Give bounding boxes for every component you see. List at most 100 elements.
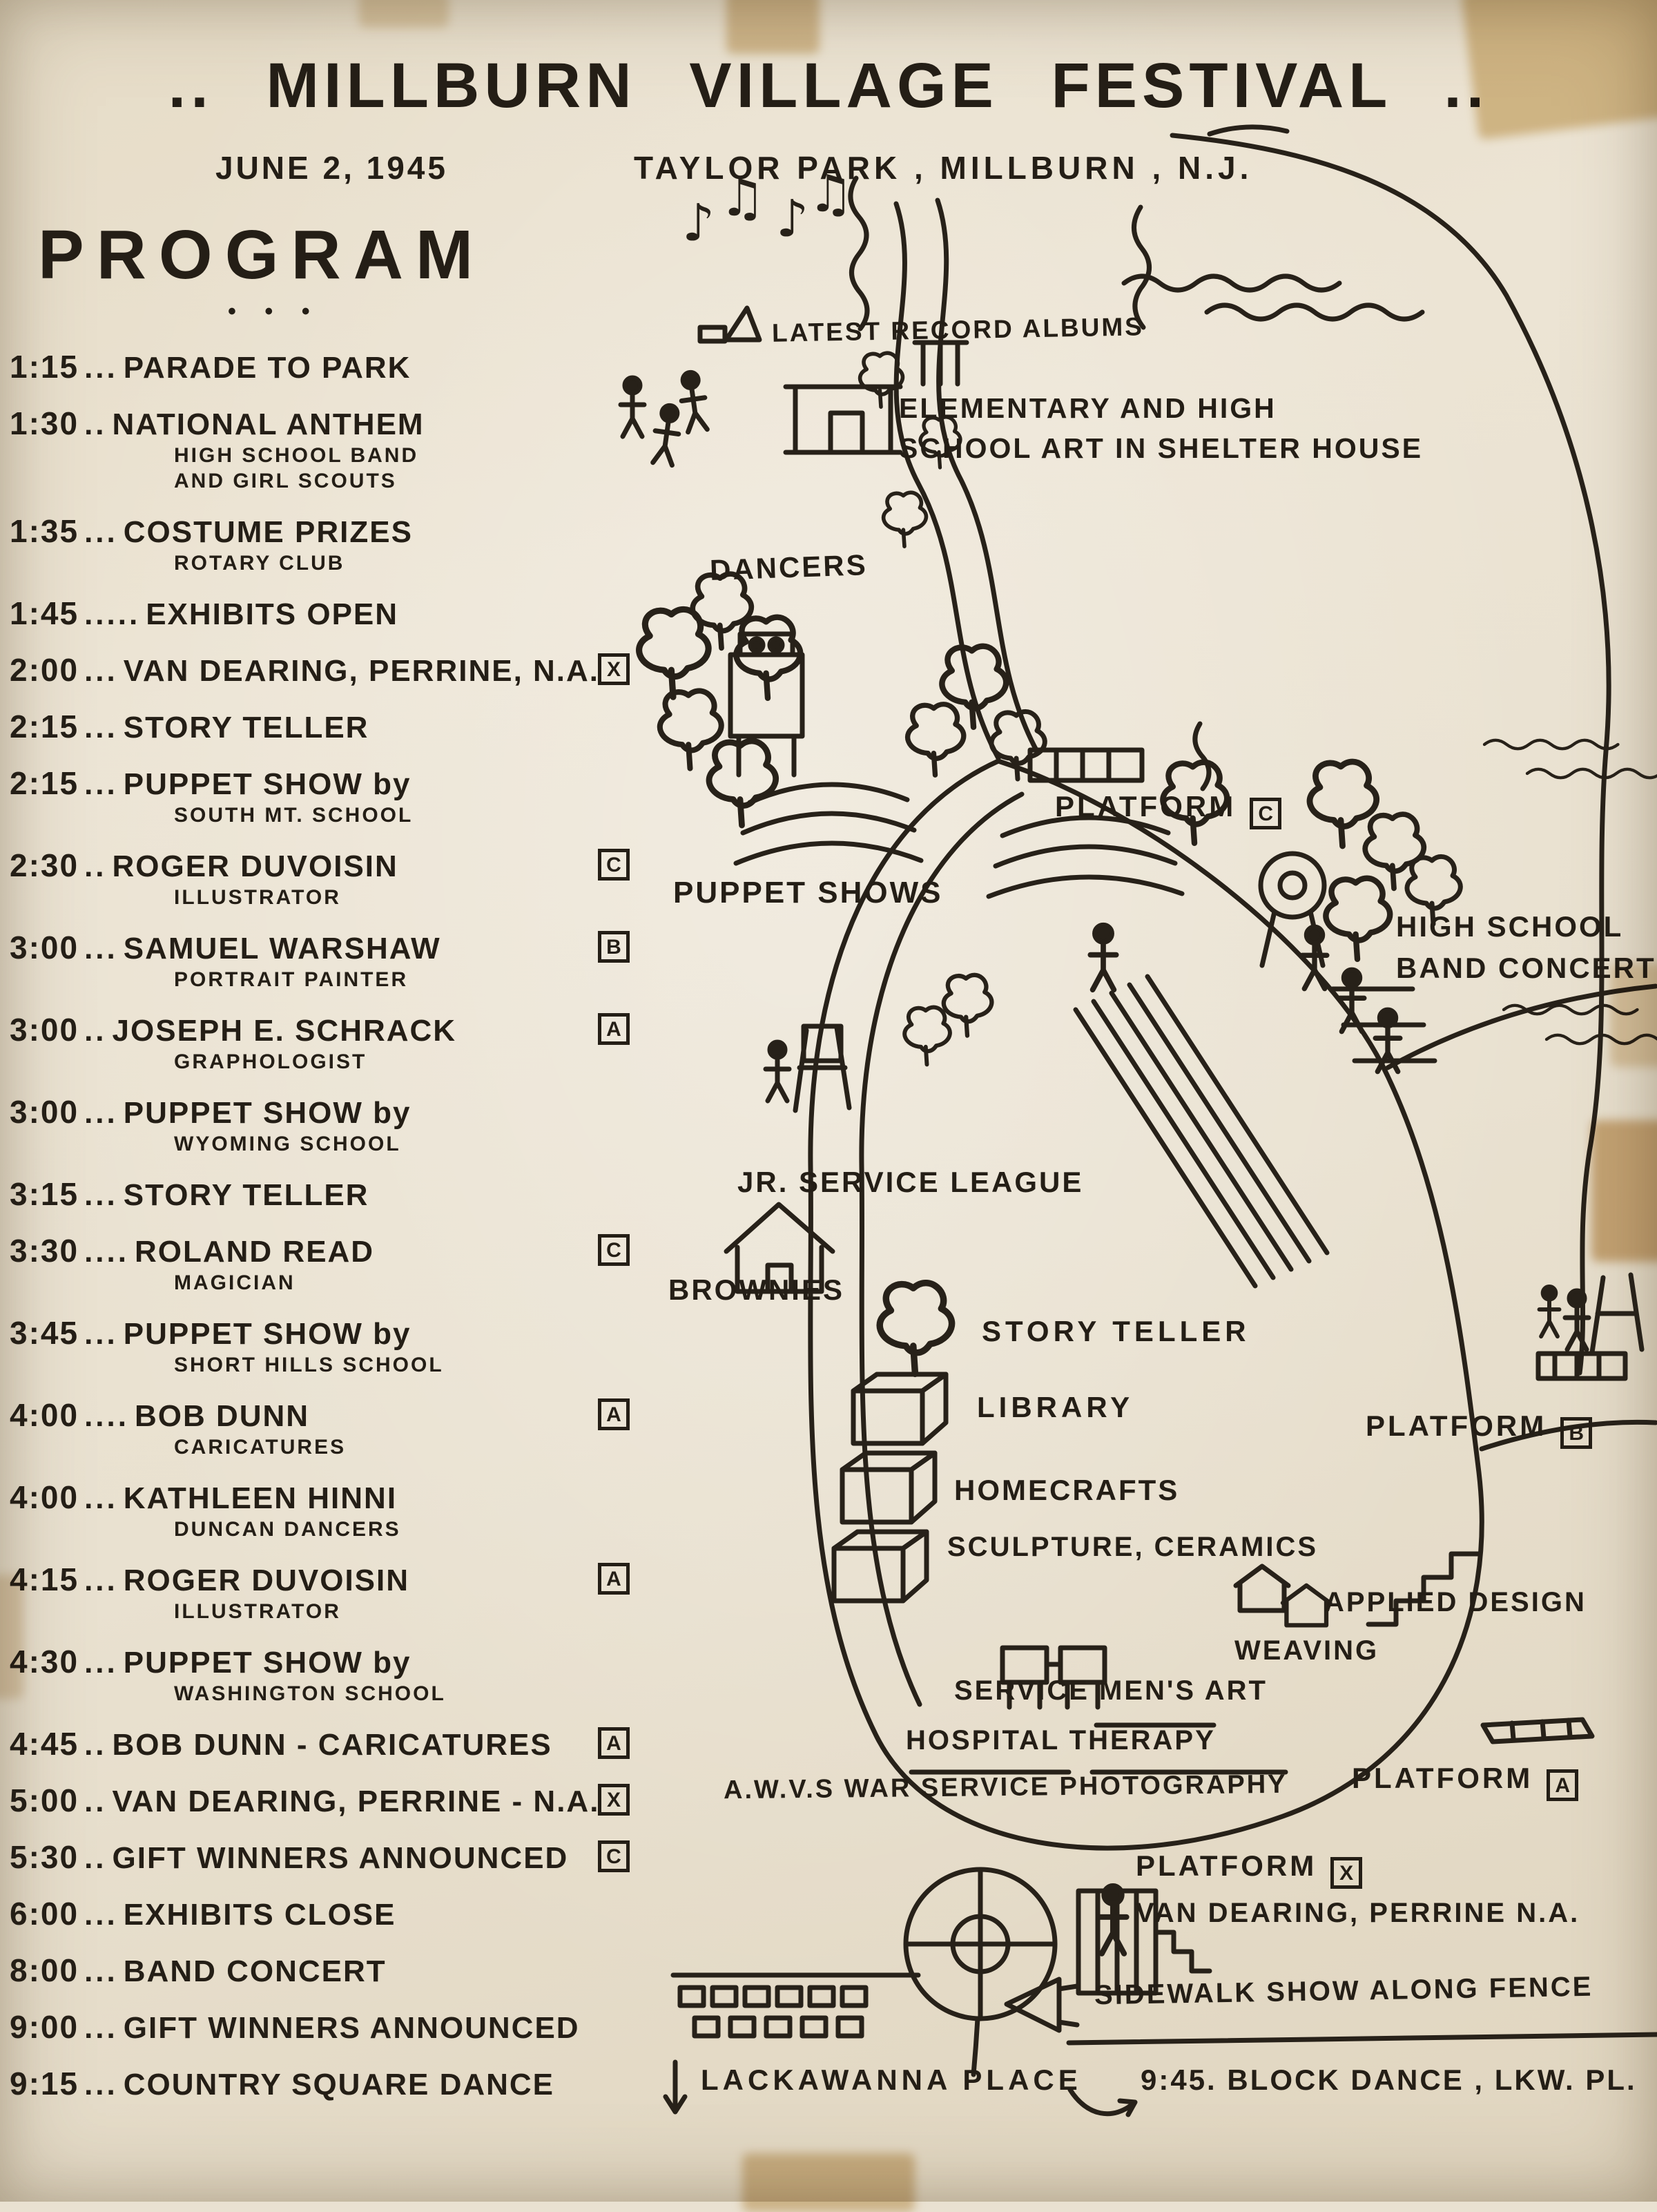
- program-item: 1:45.....EXHIBITS OPEN: [10, 595, 671, 633]
- music-notes-icons: ♪ ♫ ♪ ♫: [682, 164, 853, 253]
- dots-separator: ...: [84, 1564, 118, 1597]
- program-detail: WASHINGTON SCHOOL: [174, 1682, 446, 1705]
- program-item: 9:15...COUNTRY SQUARE DANCE: [10, 2066, 671, 2103]
- map-label-text: LIBRARY: [977, 1391, 1134, 1423]
- program-event: BAND CONCERT: [123, 1954, 387, 1988]
- platform-b-badge: B: [1560, 1417, 1593, 1449]
- map-label-text: LATEST RECORD ALBUMS: [771, 312, 1145, 347]
- program-item: 5:00..VAN DEARING, PERRINE - N.A.X: [10, 1782, 671, 1820]
- scribble-trails: [848, 175, 1212, 791]
- program-item: 2:15...STORY TELLER: [10, 709, 671, 746]
- map-label-van-dearing: VAN DEARING, PERRINE N.A.: [1136, 1894, 1580, 1933]
- program-event: BOB DUNN: [134, 1399, 310, 1433]
- platform-b-stage: [1535, 1272, 1645, 1381]
- map-label-block-dance: 9:45. BLOCK DANCE , LKW. PL.: [1141, 2059, 1637, 2101]
- dots-separator: ...: [84, 351, 118, 385]
- program-detail: HIGH SCHOOL BAND AND GIRL SCOUTS: [174, 444, 419, 492]
- program-item: 8:00...BAND CONCERT: [10, 1952, 671, 1990]
- circular-plaza: [903, 1867, 1058, 2021]
- platform-a-stage: [1480, 1717, 1595, 1744]
- dots-separator: ...: [84, 1317, 118, 1351]
- program-item: 9:00...GIFT WINNERS ANNOUNCED: [10, 2009, 671, 2046]
- platform-badge: B: [598, 931, 630, 963]
- program-event: STORY TELLER: [123, 711, 369, 744]
- map-label-text: HOSPITAL THERAPY: [906, 1725, 1216, 1756]
- map-label-text: STORY TELLER: [982, 1315, 1250, 1347]
- program-event: EXHIBITS CLOSE: [123, 1898, 396, 1932]
- program-time: 2:15: [10, 765, 79, 801]
- program-event: COSTUME PRIZES: [123, 515, 413, 549]
- page-title: .. MILLBURN VILLAGE FESTIVAL ..: [168, 50, 1489, 121]
- dots-separator: .....: [84, 597, 141, 631]
- program-time: 3:00: [10, 930, 79, 965]
- program-heading: PROGRAM: [38, 216, 486, 294]
- program-time: 8:00: [10, 1952, 79, 1988]
- platform-c-stage: [986, 747, 1185, 899]
- down-arrow-icon: [663, 2059, 688, 2115]
- map-label-hospital-therapy: HOSPITAL THERAPY: [906, 1721, 1216, 1760]
- megaphone-icon: [1004, 1977, 1080, 2033]
- map-label-brownies: BROWNIES: [668, 1269, 844, 1311]
- dots-separator: ...: [84, 1646, 118, 1680]
- map-label-text: 9:45. BLOCK DANCE , LKW. PL.: [1141, 2064, 1637, 2096]
- painter-easel: [766, 1023, 852, 1113]
- map-label-jr-service-league: JR. SERVICE LEAGUE: [737, 1162, 1083, 1203]
- program-time: 4:15: [10, 1561, 79, 1597]
- platform-badge: A: [598, 1563, 630, 1595]
- band-drum-and-players: [1258, 851, 1437, 1072]
- dots-separator: ....: [84, 1399, 129, 1433]
- map-label-text: SIDEWALK SHOW ALONG FENCE: [1094, 1971, 1593, 2011]
- platform-badge: X: [598, 653, 630, 685]
- map-label-awvs-photography: A.W.V.S WAR SERVICE PHOTOGRAPHY: [724, 1767, 1288, 1810]
- map-label-text: A.W.V.S WAR SERVICE PHOTOGRAPHY: [723, 1769, 1288, 1805]
- dots-separator: ..: [84, 1785, 107, 1818]
- program-event: BOB DUNN - CARICATURES: [112, 1728, 552, 1762]
- brownies-hut: [724, 1202, 835, 1294]
- map-label-weaving: WEAVING: [1234, 1631, 1379, 1671]
- program-time: 1:30: [10, 405, 79, 441]
- dots-separator: ...: [84, 1898, 118, 1932]
- program-time: 3:00: [10, 1012, 79, 1048]
- program-list: 1:15...PARADE TO PARK 1:30..NATIONAL ANT…: [10, 349, 671, 2122]
- program-time: 6:00: [10, 1896, 79, 1932]
- program-time: 9:00: [10, 2009, 79, 2045]
- program-detail: DUNCAN DANCERS: [174, 1518, 401, 1541]
- program-event: VAN DEARING, PERRINE, N.A.: [123, 654, 600, 688]
- map-label-text: HOMECRAFTS: [954, 1474, 1180, 1506]
- program-detail: WYOMING SCHOOL: [174, 1133, 401, 1155]
- map-label-applied-design: APPLIED DESIGN: [1324, 1583, 1587, 1622]
- program-event: COUNTRY SQUARE DANCE: [123, 2068, 555, 2102]
- platform-badge: C: [598, 1234, 630, 1266]
- platform-x-badge: X: [1330, 1857, 1363, 1889]
- map-label-text: HIGH SCHOOL BAND CONCERT: [1396, 910, 1656, 984]
- program-event: GIFT WINNERS ANNOUNCED: [112, 1841, 569, 1875]
- program-heading-dots: • • •: [228, 298, 321, 325]
- platform-x-stage: [1076, 1886, 1212, 1996]
- dots-separator: ..: [84, 1728, 107, 1762]
- dots-separator: ...: [84, 711, 118, 744]
- program-event: ROLAND READ: [134, 1235, 375, 1269]
- shelter-house: [783, 340, 969, 455]
- program-event: PUPPET SHOW by: [123, 767, 411, 801]
- curved-arrow-icon: [1067, 2087, 1138, 2117]
- program-event: STORY TELLER: [123, 1178, 369, 1212]
- program-time: 4:45: [10, 1726, 79, 1762]
- program-detail: SHORT HILLS SCHOOL: [174, 1354, 444, 1376]
- svg-text:♫: ♫: [719, 169, 765, 228]
- program-event: PUPPET SHOW by: [123, 1317, 411, 1351]
- map-label-latest-record-albums: LATEST RECORD ALBUMS: [772, 309, 1145, 352]
- map-label-text: JR. SERVICE LEAGUE: [737, 1166, 1084, 1198]
- map-label-sculpture-ceramics: SCULPTURE, CERAMICS: [947, 1528, 1318, 1567]
